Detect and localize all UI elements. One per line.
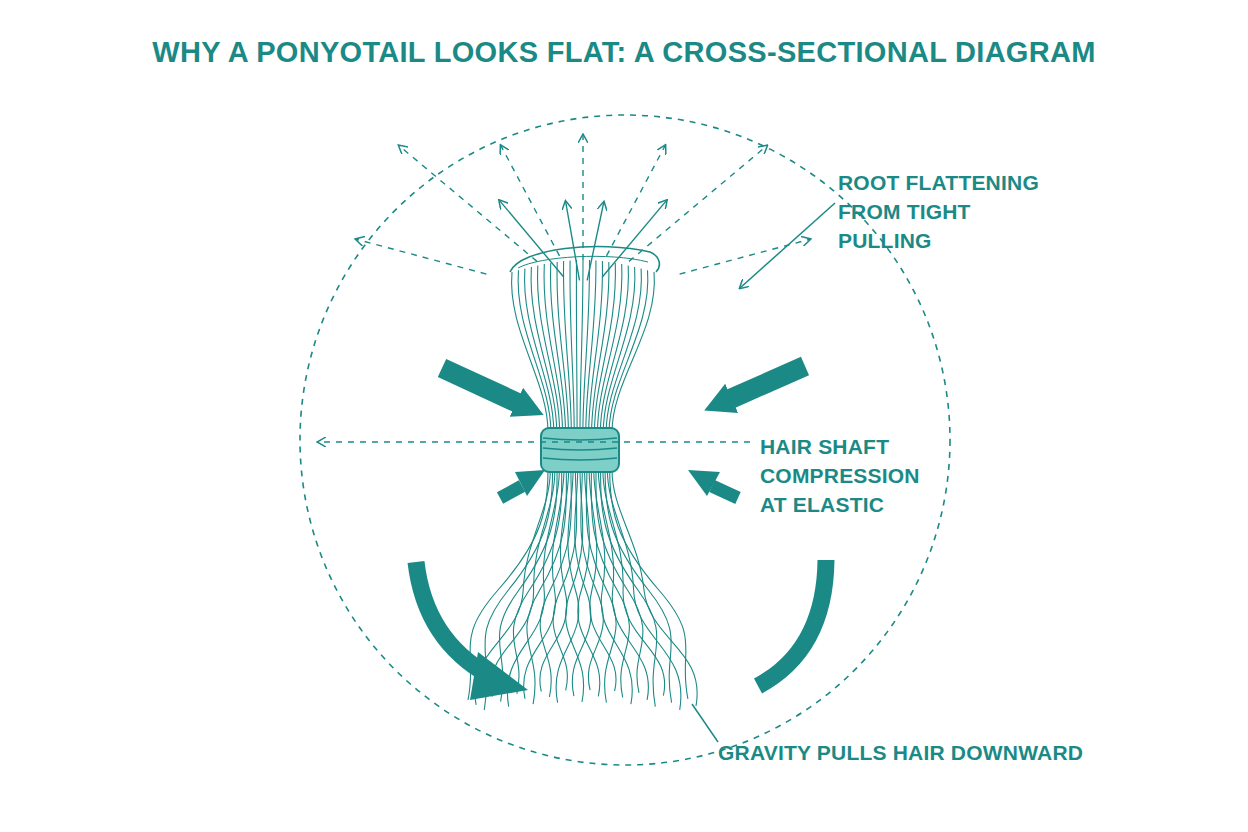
callout-label: ROOT FLATTENING FROM TIGHT PULLING [838, 168, 1063, 255]
small-arrow-head [515, 470, 545, 496]
small-compression-arrows [500, 470, 738, 498]
hair-strands [468, 260, 697, 710]
radial-arrows [356, 135, 810, 280]
upper-strand [598, 264, 622, 432]
upper-strand [518, 270, 551, 432]
lower-strand [499, 470, 557, 702]
compression-arrows [442, 366, 805, 404]
hair-crown [510, 246, 659, 272]
radial-arrow [680, 239, 810, 274]
lower-strand [596, 470, 643, 693]
radial-arrow [582, 135, 583, 260]
lower-strand [605, 470, 672, 703]
radial-arrow [499, 200, 563, 277]
leader-line [740, 203, 835, 288]
radial-arrow [501, 146, 560, 256]
elastic-band [541, 428, 619, 472]
upper-strand [525, 269, 554, 432]
lower-strand [553, 470, 577, 690]
upper-strand [589, 261, 603, 432]
compression-arrow [728, 366, 805, 400]
upper-strand [531, 267, 557, 432]
radial-arrow [607, 146, 666, 256]
callout-label: HAIR SHAFT COMPRESSION AT ELASTIC [760, 432, 930, 519]
lower-strand [507, 470, 559, 707]
diagram-title: WHY A PONYOTAIL LOOKS FLAT: A CROSS-SECT… [0, 36, 1248, 69]
small-arrow [500, 486, 522, 498]
callout-label: GRAVITY PULLS HAIR DOWNWARD [718, 738, 1138, 767]
radial-arrow [399, 146, 537, 262]
dashed-leader [318, 441, 750, 443]
radial-arrow [629, 146, 767, 262]
upper-strand [586, 261, 596, 433]
lower-strand [524, 470, 564, 699]
lower-strand [468, 470, 548, 700]
upper-strand [580, 260, 583, 432]
upper-strand [612, 272, 654, 432]
lower-strand [586, 470, 616, 703]
upper-strand [603, 267, 635, 432]
lower-strand [540, 470, 571, 697]
radial-arrow [356, 239, 486, 274]
radial-arrow [566, 202, 580, 281]
elastic-body [541, 428, 619, 472]
gravity-arrow-head [470, 652, 528, 700]
upper-strand [600, 266, 628, 433]
lower-strand [601, 470, 657, 707]
upper-strand [576, 260, 578, 432]
small-arrow-head [688, 470, 720, 496]
lower-strand [610, 470, 688, 699]
radial-arrow [602, 200, 666, 277]
leader-line [692, 704, 718, 742]
upper-strand [570, 261, 574, 433]
gravity-arrow [758, 560, 826, 686]
small-arrow [712, 486, 738, 498]
lower-strand [527, 470, 567, 704]
hair-crown-inner [518, 256, 648, 268]
gravity-arrows [416, 560, 826, 700]
compression-arrow [442, 368, 520, 404]
upper-strand [544, 264, 562, 432]
lower-strand [612, 470, 697, 706]
